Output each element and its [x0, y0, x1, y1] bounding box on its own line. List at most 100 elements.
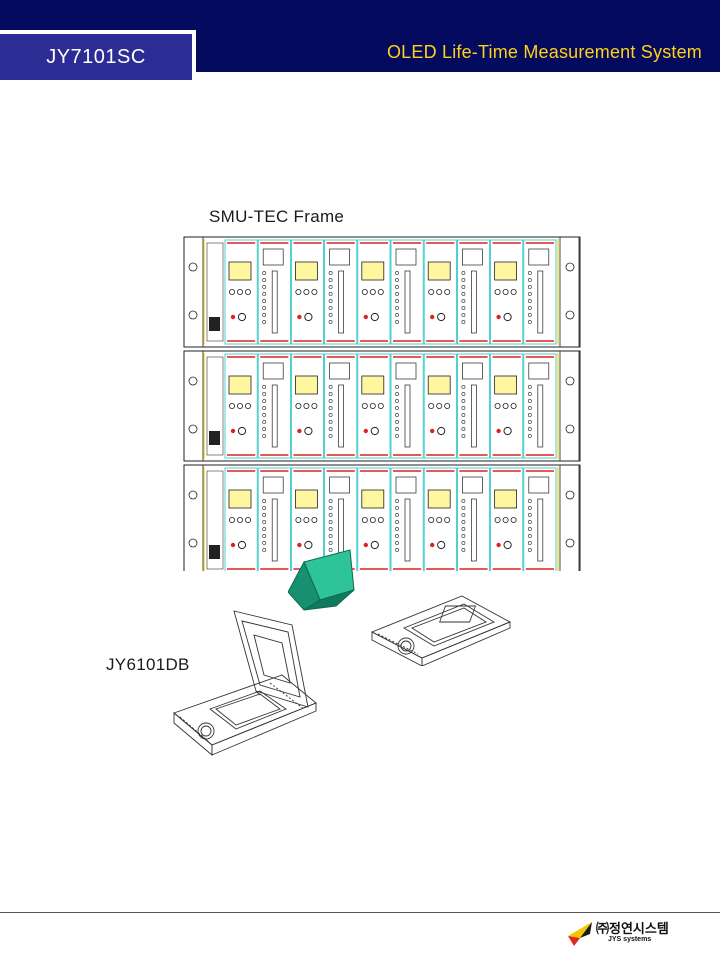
mount-hole [565, 376, 575, 386]
mount-hole [188, 310, 198, 320]
module-pin [461, 506, 466, 510]
module-pin [461, 392, 466, 396]
power-module [206, 242, 224, 342]
device-label: JY6101DB [106, 655, 190, 674]
mount-hole [565, 490, 575, 500]
company-name-en: JYS systems [608, 936, 652, 943]
module-pin [262, 406, 267, 410]
rack-ear-right [559, 236, 580, 348]
module-pin [527, 285, 532, 289]
arrow-icon [288, 549, 355, 611]
module-pin [262, 513, 267, 517]
module-pin [395, 292, 399, 296]
module-knob [369, 289, 376, 296]
module-pin [461, 313, 466, 317]
module-pin [461, 499, 466, 503]
module-pin [262, 520, 267, 524]
mount-hole [188, 424, 198, 434]
module-pin [328, 541, 333, 545]
module-display [295, 261, 318, 281]
module-slot [224, 239, 258, 345]
module-slot [357, 353, 391, 459]
module-pin [262, 271, 267, 275]
module-knob [444, 289, 451, 296]
rack-ear-left [183, 464, 204, 571]
power-module [206, 356, 224, 456]
module-bar [338, 384, 344, 448]
module-knob [510, 516, 517, 523]
module-slot [490, 353, 524, 459]
module-led [363, 314, 368, 320]
module-display [361, 261, 385, 281]
module-pin [328, 527, 333, 531]
module-pin [461, 413, 466, 417]
module-display [228, 375, 252, 395]
module-led [430, 428, 435, 434]
module-panel [462, 248, 483, 266]
module-pin [527, 313, 532, 317]
module-knob [502, 402, 509, 409]
module-slot [324, 239, 358, 345]
module-knob [361, 402, 368, 409]
module-knob [229, 289, 236, 296]
model-tab: JY7101SC [0, 30, 196, 80]
mount-hole [188, 490, 198, 500]
module-slot [357, 239, 391, 345]
module-pin [328, 299, 333, 303]
frame-label: SMU-TEC Frame [209, 207, 345, 226]
module-pin [461, 306, 466, 310]
module-slot [291, 467, 325, 571]
module-pin [262, 413, 267, 417]
module-panel [395, 362, 417, 380]
module-panel [329, 248, 350, 266]
module-slot [324, 353, 358, 459]
system-title: OLED Life-Time Measurement System [386, 42, 702, 62]
module-connector [370, 540, 379, 550]
module-pin [328, 420, 333, 424]
module-slot [224, 353, 258, 459]
module-pin [527, 520, 532, 524]
rack-ear-right [559, 350, 580, 462]
module-pin [527, 306, 532, 310]
module-led [363, 428, 368, 434]
rack-row [183, 236, 581, 348]
module-panel [528, 248, 550, 266]
module-slot [456, 239, 490, 345]
module-led [496, 542, 501, 548]
module-pin [262, 499, 267, 503]
module-pin [527, 271, 532, 275]
module-pin [527, 413, 532, 417]
module-pin [262, 506, 267, 510]
module-pin [262, 320, 267, 324]
module-pin [395, 271, 399, 275]
module-knob [377, 289, 384, 296]
module-bar [471, 498, 477, 562]
module-pin [527, 299, 532, 303]
module-pin [527, 292, 532, 296]
module-display [427, 489, 451, 509]
module-slot [257, 353, 291, 459]
module-knob [377, 402, 384, 409]
module-display [295, 489, 318, 509]
module-pin [328, 506, 333, 510]
module-pin [262, 392, 267, 396]
module-panel [462, 362, 483, 380]
module-pin [395, 306, 399, 310]
module-panel [262, 362, 284, 380]
jy6101db-open-drawing [173, 610, 317, 756]
power-switch [209, 431, 220, 445]
module-led [230, 542, 236, 548]
module-slot [456, 353, 490, 459]
module-display [427, 261, 451, 281]
module-pin [328, 520, 333, 524]
module-connector [437, 312, 446, 322]
module-pin [262, 285, 267, 289]
module-pin [461, 320, 466, 324]
rack-ear-left [183, 350, 204, 462]
module-slot [224, 467, 258, 571]
module-display [228, 261, 252, 281]
module-bar [471, 384, 477, 448]
module-slot [456, 467, 490, 571]
module-pin [527, 548, 532, 552]
module-knob [494, 402, 501, 409]
